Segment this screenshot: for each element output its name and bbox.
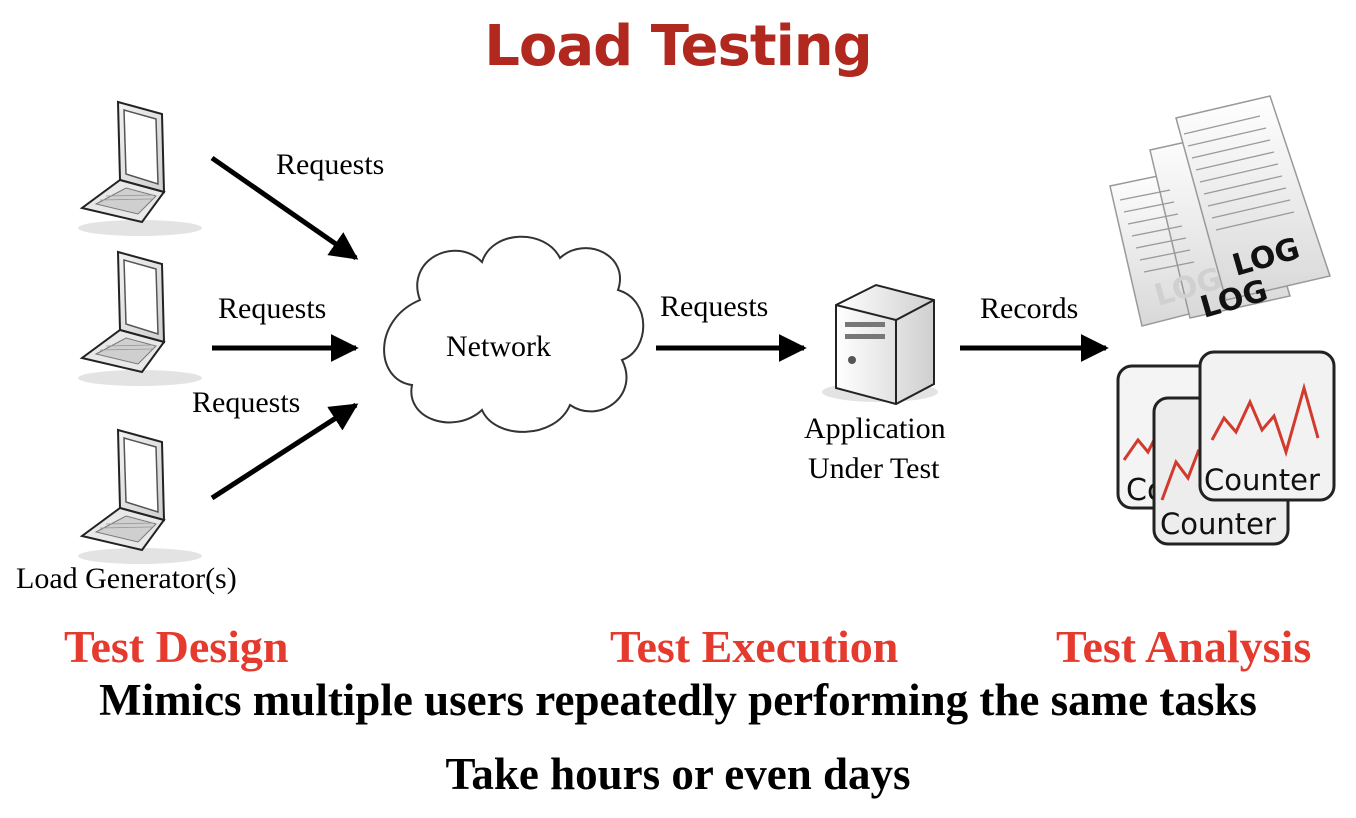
- note-line-2: Take hours or even days: [445, 749, 911, 799]
- log-document-icon: [1109, 95, 1331, 327]
- requests-arrow: [210, 155, 359, 261]
- load-generator-label: Load Generator(s): [16, 562, 237, 595]
- laptop-icon: [77, 101, 203, 237]
- note-line-1: Mimics multiple users repeatedly perform…: [99, 675, 1257, 725]
- requests-label: Requests: [276, 148, 385, 181]
- aut-label-line2: Under Test: [808, 452, 940, 485]
- server-icon: [822, 283, 938, 406]
- requests-arrow: [210, 402, 359, 501]
- requests-label: Requests: [218, 292, 327, 325]
- counter-chart-icon: Counter: [1198, 350, 1336, 502]
- requests-label: Requests: [660, 290, 769, 323]
- laptop-icon: [77, 429, 203, 565]
- aut-label-line1: Application: [804, 412, 946, 445]
- stage-test-design: Test Design: [64, 621, 289, 672]
- page-title: Load Testing: [484, 14, 873, 79]
- stage-test-analysis: Test Analysis: [1056, 621, 1312, 672]
- network-label: Network: [446, 330, 551, 363]
- records-label: Records: [980, 292, 1079, 325]
- counter-label: Counter: [1160, 507, 1276, 541]
- cloud-icon: [383, 235, 645, 433]
- laptop-icon: [77, 251, 203, 387]
- stage-test-execution: Test Execution: [610, 621, 899, 672]
- requests-label: Requests: [192, 386, 301, 419]
- counter-label: Counter: [1204, 463, 1320, 497]
